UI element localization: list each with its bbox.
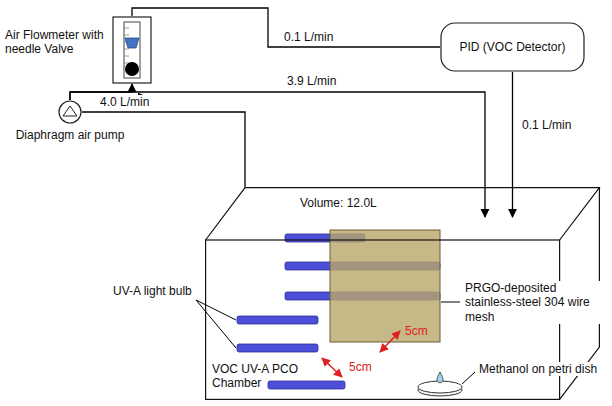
- flow-rate-label: 4.0 L/min: [98, 95, 151, 109]
- leader-line: [462, 372, 475, 384]
- node-outline: [112, 16, 152, 84]
- node-label: Air Flowmeter with needle Valve: [5, 28, 105, 57]
- petri-dish: [418, 372, 462, 396]
- leader-line: [196, 300, 236, 320]
- flow-rate-label: 3.9 L/min: [285, 74, 338, 88]
- part-label: UV-A light bulb: [112, 284, 194, 298]
- part-label: Methanol on petri dish: [478, 362, 606, 376]
- leader-line: [441, 302, 460, 303]
- dimension-arrow: [322, 358, 342, 377]
- dimension-label: 5cm: [348, 360, 373, 374]
- node-text: VOC UV-A PCO Chamber: [212, 362, 308, 391]
- node-label: Volume: 12.0L: [300, 196, 410, 210]
- flow-line: [70, 92, 485, 217]
- wire-mesh: [330, 230, 440, 342]
- flow-line: [132, 8, 440, 47]
- flowmeter: Air Flowmeter with needle Valve: [112, 16, 152, 84]
- node-label: Diaphragm air pump: [14, 128, 126, 142]
- dimension-arrow: [380, 331, 400, 352]
- flow-line: [512, 72, 513, 217]
- node-outline: [58, 100, 82, 124]
- detector-box: PID (VOC Detector): [440, 22, 585, 72]
- flow-rate-label: 0.1 L/min: [282, 30, 335, 44]
- flow-line: [82, 112, 245, 187]
- node-label: PID (VOC Detector): [450, 40, 575, 54]
- dimension-label: 5cm: [404, 324, 429, 338]
- flow-rate-label: 0.1 L/min: [520, 118, 573, 132]
- leader-line: [196, 300, 236, 348]
- pump-symbol: Diaphragm air pump: [58, 100, 82, 124]
- part-label: PRGO-deposited stainless-steel 304 wire …: [464, 281, 606, 324]
